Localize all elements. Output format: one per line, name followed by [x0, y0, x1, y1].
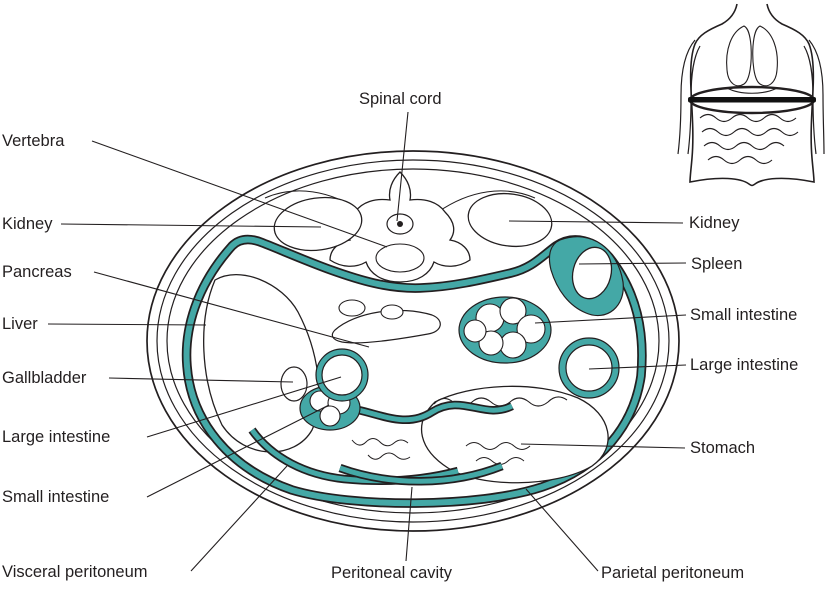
- leader-line-visceral-peritoneum: [190, 465, 288, 572]
- liver-region: [203, 273, 320, 453]
- label-stomach: Stomach: [690, 439, 756, 457]
- inset-intestines-row-1: [699, 113, 797, 123]
- label-large-intestine-left: Large intestine: [2, 428, 111, 446]
- leader-line-liver: [47, 323, 207, 326]
- vertebral-body: [375, 243, 425, 273]
- inset-diaphragm-line: [726, 87, 778, 94]
- label-kidney-right: Kidney: [689, 214, 740, 232]
- inset-intestines-row-3: [703, 141, 785, 151]
- label-peritoneal-cavity: Peritoneal cavity: [331, 564, 453, 582]
- large-intestine-right-region: [558, 337, 620, 399]
- stomach-region: [420, 385, 609, 484]
- label-liver: Liver: [2, 315, 38, 333]
- spinal-cord-canal: [397, 221, 403, 227]
- orientation-inset: [677, 3, 825, 187]
- leader-line-spinal-cord: [396, 111, 409, 222]
- kidneys: [273, 192, 553, 252]
- label-pancreas: Pancreas: [2, 263, 72, 281]
- leader-line-parietal-peritoneum: [525, 488, 599, 572]
- leader-line-gallbladder: [108, 377, 294, 383]
- back-muscle-line-right: [437, 190, 536, 213]
- gallbladder-region: [280, 366, 308, 402]
- leader-line-small-intestine-right: [534, 314, 687, 324]
- duodenum-section-2: [380, 304, 404, 320]
- intestinal-fold-lines-1: [351, 438, 409, 447]
- leader-line-spleen: [578, 262, 687, 265]
- label-large-intestine-right: Large intestine: [690, 356, 799, 374]
- stomach-shape: [420, 385, 609, 484]
- leader-line-kidney-left: [60, 223, 322, 228]
- label-gallbladder: Gallbladder: [2, 369, 87, 387]
- label-visceral-peritoneum: Visceral peritoneum: [2, 563, 148, 581]
- small-intestine-right-region: [458, 296, 552, 364]
- parietal-band-fill: [183, 236, 645, 507]
- spleen-region: [548, 236, 624, 317]
- small-intestine-right-loops: [463, 297, 546, 359]
- label-vertebra: Vertebra: [2, 132, 65, 150]
- label-small-intestine-left: Small intestine: [2, 488, 110, 506]
- inset-intestines-row-2: [701, 127, 799, 137]
- large-intestine-left-region: [315, 348, 369, 402]
- body-wall-middle: [156, 159, 670, 523]
- leader-line-small-intestine-left: [146, 404, 330, 498]
- inset-lung-left: [726, 25, 752, 87]
- body-wall-outer: [146, 150, 680, 532]
- intestinal-fold-lines-2: [367, 452, 411, 460]
- leader-line-vertebra: [91, 140, 388, 248]
- stomach-rugae-1: [465, 442, 531, 450]
- inset-lung-right: [752, 25, 778, 87]
- label-small-intestine-right: Small intestine: [690, 306, 798, 324]
- leader-line-large-intestine-right: [588, 364, 687, 370]
- parietal-peritoneum-band: [181, 234, 647, 508]
- leader-line-kidney-right: [508, 220, 684, 224]
- kidney-left-shape: [273, 196, 363, 252]
- label-spinal-cord: Spinal cord: [359, 90, 442, 108]
- leader-line-peritoneal-cavity: [405, 486, 413, 562]
- liver-shape: [203, 273, 320, 453]
- duodenum-sections: [338, 299, 404, 320]
- leader-line-pancreas: [93, 271, 370, 348]
- vertebra-region: [264, 171, 536, 283]
- label-kidney-left: Kidney: [2, 215, 53, 233]
- leader-line-large-intestine-left: [146, 376, 342, 438]
- kidney-right-shape: [467, 192, 553, 248]
- large-intestine-left-shape: [321, 354, 363, 396]
- body-wall: [146, 150, 680, 532]
- label-spleen: Spleen: [691, 255, 743, 273]
- leader-lines: [47, 111, 687, 572]
- gallbladder-shape: [280, 366, 308, 402]
- inset-torso-outline: [689, 3, 815, 187]
- body-wall-inner: [166, 168, 660, 514]
- duodenum-section-1: [338, 299, 366, 317]
- mesentery-band-bottom: [339, 463, 503, 484]
- spleen-shape: [571, 246, 613, 300]
- inset-left-arm-outer: [677, 39, 696, 155]
- leader-line-stomach: [520, 443, 686, 449]
- inset-intestines-row-4: [707, 155, 773, 165]
- inset-section-plane-bar: [688, 97, 816, 103]
- label-parietal-peritoneum: Parietal peritoneum: [601, 564, 745, 582]
- inset-right-arm-outer: [808, 39, 825, 155]
